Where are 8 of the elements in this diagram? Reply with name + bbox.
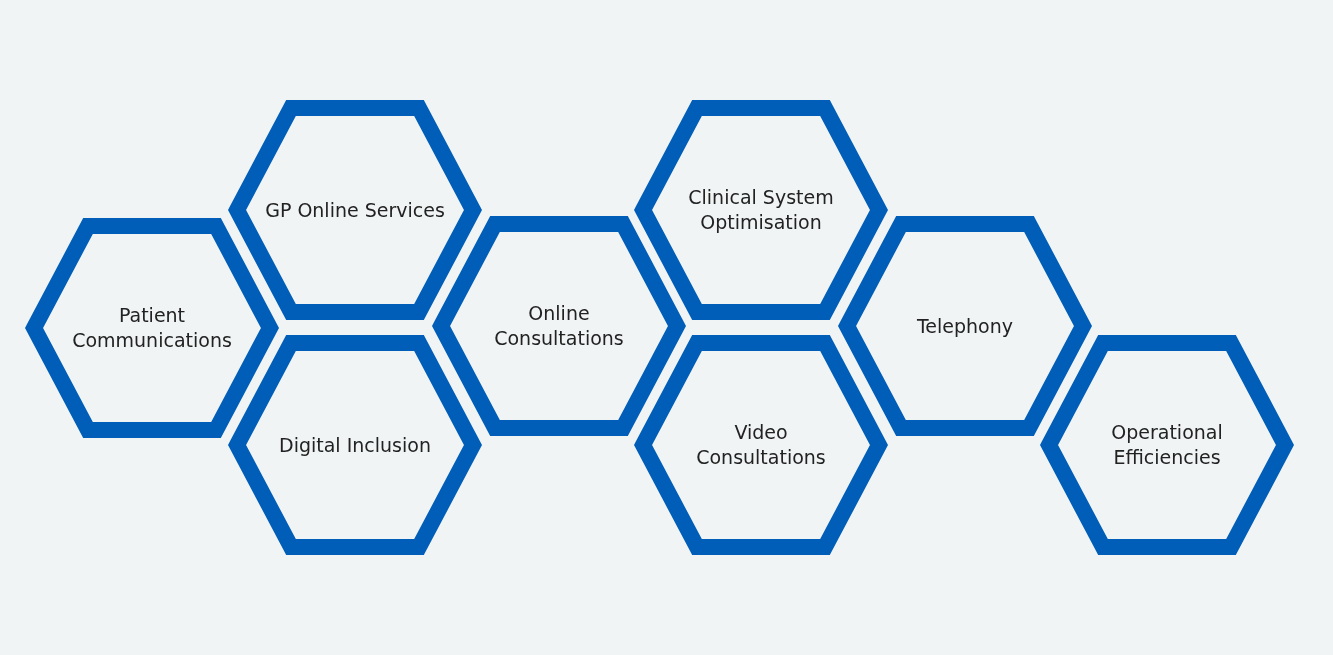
hexagon-label: GP Online Services: [265, 197, 445, 223]
hexagon-label: Video Consultations: [695, 420, 827, 470]
hexagon-label: Online Consultations: [493, 301, 625, 351]
hexagon-label: Telephony: [915, 313, 1015, 339]
hexagon-label: Operational Efficiencies: [1110, 420, 1224, 470]
hexagon-label: Clinical System Optimisation: [687, 185, 835, 235]
hexagon-label: Patient Communications: [71, 303, 233, 353]
hexagon-label: Digital Inclusion: [278, 432, 432, 458]
